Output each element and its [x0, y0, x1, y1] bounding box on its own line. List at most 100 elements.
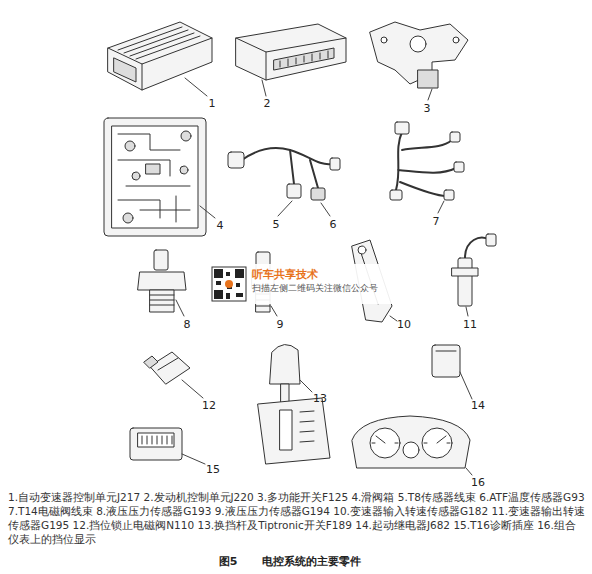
speed-sensor-drawing: [466, 307, 468, 316]
pressure-sensor-drawing: [150, 290, 174, 312]
watermark-title: 听车共享技术: [252, 267, 378, 282]
tcu-drawing: [185, 78, 207, 96]
solenoid-harness-drawing: [438, 201, 444, 213]
solenoid-harness-drawing: [390, 190, 402, 200]
valve-body-drawing: [118, 134, 190, 222]
diagnostic-socket-drawing: [130, 428, 182, 460]
ecu-drawing: [236, 24, 346, 80]
relay-drawing: [436, 351, 456, 352]
watermark: [212, 267, 246, 301]
pressure-sensor-drawing: [150, 295, 174, 305]
watermark: [208, 264, 408, 304]
gear-lever-drawing: [258, 398, 330, 464]
relay-drawing: [460, 372, 472, 399]
speed-sensor-drawing: [390, 316, 397, 321]
tcu-drawing: [142, 64, 143, 90]
valve-body-drawing: [180, 166, 188, 174]
callout-number: 10: [397, 318, 411, 331]
ecu-drawing: [236, 24, 346, 96]
switch-drawing: [381, 37, 387, 43]
instrument-cluster-drawing: [372, 436, 450, 443]
lock-solenoid-drawing: [144, 356, 158, 368]
solenoid-harness-drawing: [450, 132, 460, 142]
tcu-drawing: [108, 22, 212, 96]
watermark-box: 听车共享技术扫描左侧二维码关注微信公众号: [252, 267, 378, 295]
callout-number: 14: [471, 399, 485, 412]
diagnostic-socket-drawing: [142, 436, 172, 444]
callout-number: 7: [433, 215, 440, 228]
callout-number: 6: [330, 218, 337, 231]
sensor-harness-drawing: [228, 152, 244, 168]
callout-number: 11: [463, 318, 477, 331]
tcu-drawing: [108, 38, 212, 64]
relay-drawing: [432, 345, 460, 377]
diagnostic-socket-drawing: [130, 428, 205, 464]
valve-body-drawing: [181, 131, 191, 141]
lock-solenoid-drawing: [182, 380, 203, 398]
watermark: [225, 280, 233, 288]
instrument-cluster-drawing: [352, 416, 472, 475]
sensor-harness-drawing: [287, 184, 301, 198]
ecu-drawing: [280, 51, 328, 67]
ecu-drawing: [262, 80, 266, 96]
switch-drawing: [370, 22, 468, 100]
switch-drawing: [410, 36, 426, 52]
callout-number: 9: [277, 318, 284, 331]
speed-sensor-drawing: [486, 234, 496, 246]
sensor-harness-drawing: [278, 201, 292, 216]
relay-drawing: [432, 345, 472, 399]
valve-body-drawing: [146, 164, 160, 174]
valve-body-drawing: [104, 118, 206, 236]
callout-number: 8: [184, 318, 191, 331]
speed-sensor-drawing: [458, 258, 472, 306]
tcu-drawing: [118, 27, 200, 59]
switch-drawing: [453, 37, 459, 43]
pressure-sensor-drawing: [154, 250, 168, 270]
ecu-drawing: [266, 52, 267, 80]
speed-sensor-drawing: [452, 268, 478, 276]
gear-lever-drawing: [300, 380, 312, 392]
valve-body-drawing: [112, 126, 198, 228]
watermark: [214, 269, 244, 299]
valve-body-drawing: [132, 172, 140, 180]
parts-list-caption: 1.自动变速器控制单元J217 2.发动机控制单元J220 3.多功能开关F12…: [8, 490, 586, 546]
callout-number: 15: [206, 463, 220, 476]
solenoid-harness-drawing: [396, 132, 456, 196]
lock-solenoid-drawing: [158, 358, 178, 370]
solenoid-harness-drawing: [454, 162, 464, 172]
valve-body-drawing: [200, 206, 215, 218]
instrument-cluster-drawing: [403, 442, 419, 458]
callout-number: 13: [313, 392, 327, 405]
valve-body-drawing: [123, 213, 133, 223]
figure-title: 电控系统的主要零件: [262, 554, 361, 569]
solenoid-harness-drawing: [395, 122, 409, 134]
pressure-sensor-drawing: [176, 300, 184, 316]
valve-body-drawing: [125, 141, 135, 151]
sensor-harness-drawing: [330, 158, 340, 170]
sensor-harness-drawing: [242, 148, 332, 164]
callout-number: 16: [471, 476, 485, 489]
tcu-drawing: [108, 22, 212, 90]
diagnostic-socket-drawing: [138, 433, 174, 447]
figure-number: 图5: [219, 555, 238, 568]
switch-drawing: [428, 89, 432, 100]
gear-lever-drawing: [280, 410, 292, 450]
sensor-harness-drawing: [290, 150, 318, 188]
lock-solenoid-drawing: [144, 352, 203, 398]
sensor-harness-drawing: [311, 188, 325, 200]
pressure-sensor-drawing: [138, 250, 186, 316]
solenoid-harness-drawing: [390, 122, 464, 213]
sensor-harness-drawing: [321, 203, 330, 216]
valve-body-drawing: [104, 118, 215, 236]
callout-number: 3: [424, 102, 431, 115]
callout-number: 5: [273, 218, 280, 231]
solenoid-harness-drawing: [444, 190, 454, 200]
speed-sensor-drawing: [358, 246, 366, 254]
watermark: [208, 264, 408, 304]
switch-drawing: [418, 70, 438, 88]
pressure-sensor-drawing: [271, 306, 277, 316]
gear-lever-drawing: [300, 411, 314, 442]
callout-number: 4: [217, 219, 224, 232]
callout-number: 2: [264, 97, 271, 110]
instrument-cluster-drawing: [352, 416, 470, 468]
